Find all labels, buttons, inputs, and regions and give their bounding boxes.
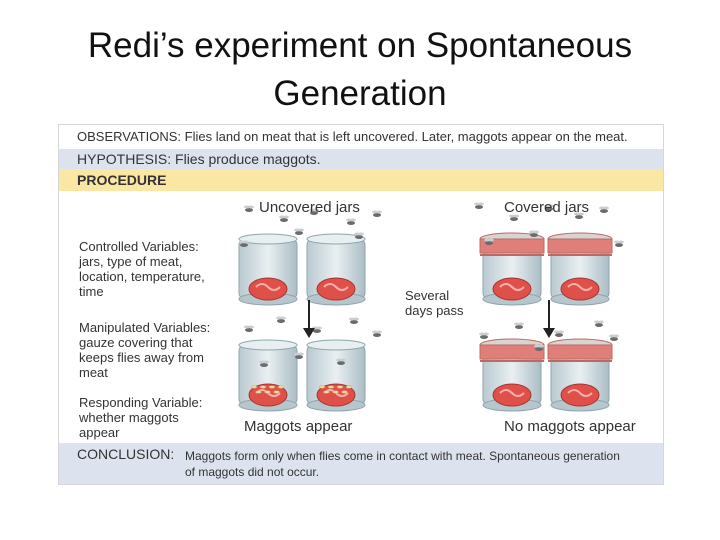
responding-label: Responding Variable:	[79, 395, 203, 410]
experiment-figure: OBSERVATIONS: Flies land on meat that is…	[58, 124, 664, 485]
uncovered-jars-heading: Uncovered jars	[259, 199, 360, 216]
maggots-appear-label: Maggots appear	[244, 418, 353, 435]
fly-icon	[279, 215, 289, 222]
fly-icon	[244, 325, 254, 332]
fly-icon	[479, 332, 489, 339]
jar-uncovered-before-2	[306, 233, 366, 306]
days-line: days pass	[405, 303, 464, 318]
days-pass-text: Several days pass	[405, 288, 485, 318]
procedure-header: PROCEDURE	[59, 169, 663, 191]
conclusion-text: Maggots form only when flies come in con…	[185, 448, 655, 480]
controlled-variables: Controlled Variables: jars, type of meat…	[79, 239, 239, 299]
manipulated-line: meat	[79, 365, 108, 380]
arrow-covered	[543, 300, 555, 338]
fly-icon	[346, 218, 356, 225]
fly-icon	[614, 240, 624, 247]
fly-icon	[609, 334, 619, 341]
jar-covered-after-1	[479, 338, 545, 412]
fly-icon	[594, 320, 604, 327]
covered-jars-heading: Covered jars	[504, 199, 590, 216]
conclusion-line: of maggots did not occur.	[185, 465, 320, 479]
manipulated-label: Manipulated Variables:	[79, 320, 211, 335]
controlled-line: time	[79, 284, 104, 299]
arrow-uncovered	[303, 300, 315, 338]
fly-icon	[554, 330, 564, 337]
controlled-line: location, temperature,	[79, 269, 205, 284]
controlled-line: jars, type of meat,	[79, 254, 183, 269]
observations-row: OBSERVATIONS: Flies land on meat that is…	[59, 125, 663, 149]
conclusion-row: CONCLUSION: Maggots form only when flies…	[59, 443, 663, 484]
fly-icon	[349, 317, 359, 324]
controlled-label: Controlled Variables:	[79, 239, 199, 254]
responding-variable: Responding Variable: whether maggots app…	[79, 395, 239, 440]
manipulated-line: keeps flies away from	[79, 350, 204, 365]
hypothesis-key: HYPOTHESIS:	[77, 151, 172, 167]
observations-text: Flies land on meat that is left uncovere…	[184, 129, 628, 144]
jar-uncovered-after-1	[238, 339, 298, 412]
conclusion-line: Maggots form only when flies come in con…	[185, 449, 620, 463]
conclusion-key: CONCLUSION:	[77, 446, 175, 462]
jar-covered-before-1	[479, 232, 545, 306]
fly-icon	[372, 210, 382, 217]
manipulated-variables: Manipulated Variables: gauze covering th…	[79, 320, 239, 380]
jars-illustration	[238, 202, 624, 412]
jar-covered-before-2	[547, 232, 613, 306]
hypothesis-text: Flies produce maggots.	[175, 151, 321, 167]
jar-uncovered-after-2	[306, 339, 366, 412]
hypothesis-row: HYPOTHESIS: Flies produce maggots.	[59, 149, 663, 169]
no-maggots-label: No maggots appear	[504, 418, 636, 435]
responding-line: appear	[79, 425, 120, 440]
slide-title: Redi’s experiment on Spontaneous Generat…	[87, 26, 633, 113]
jar-uncovered-before-1	[238, 233, 298, 306]
observations-key: OBSERVATIONS:	[77, 129, 182, 144]
jar-covered-after-2	[547, 338, 613, 412]
fly-icon	[294, 228, 304, 235]
fly-icon	[474, 202, 484, 209]
manipulated-line: gauze covering that	[79, 335, 193, 350]
fly-icon	[276, 316, 286, 323]
fly-icon	[514, 322, 524, 329]
responding-line: whether maggots	[79, 410, 179, 425]
fly-icon	[372, 330, 382, 337]
days-line: Several	[405, 288, 450, 303]
fly-icon	[244, 205, 254, 212]
fly-icon	[599, 206, 609, 213]
